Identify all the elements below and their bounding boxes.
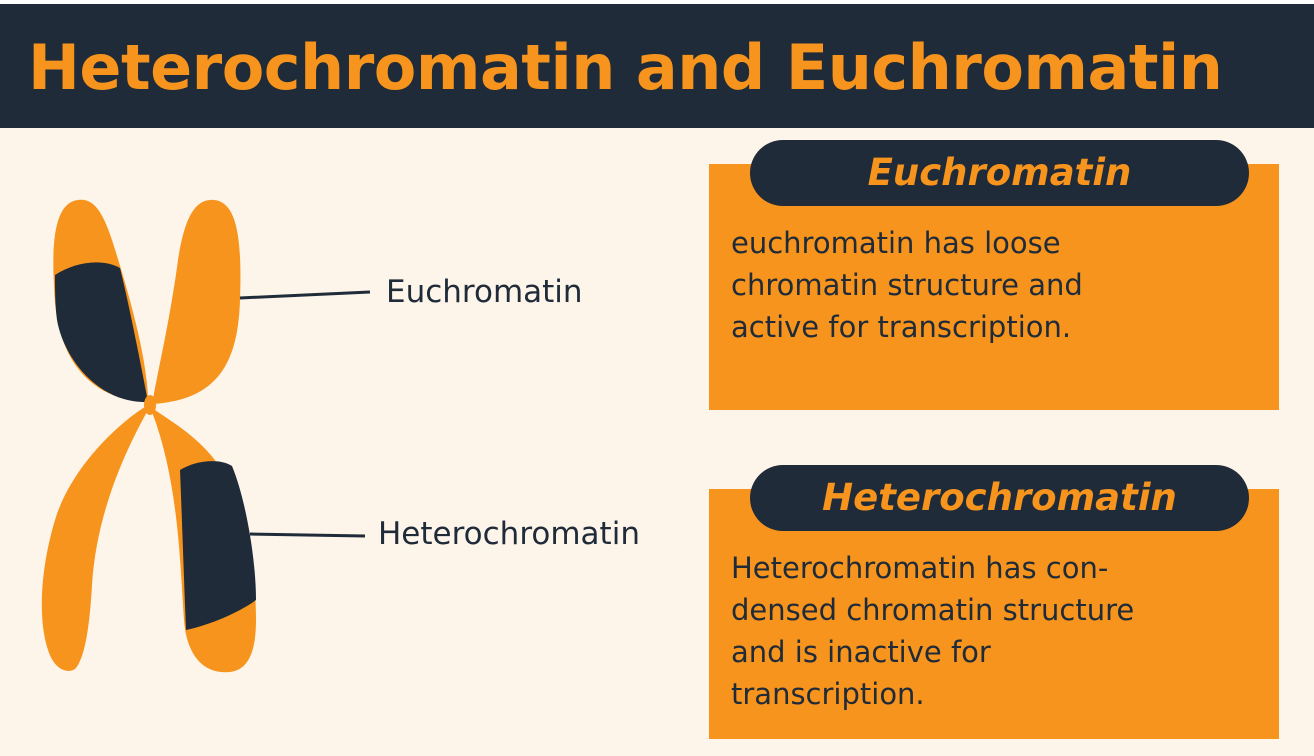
heterochromatin-card-text: Heterochromatin has con- densed chromati… [731, 547, 1251, 715]
centromere [144, 395, 156, 415]
heterochromatin-card-heading: Heterochromatin [750, 465, 1249, 531]
euchromatin-card: Euchromatin euchromatin has loose chroma… [709, 140, 1279, 410]
right-upper-arm [152, 200, 240, 404]
heterochromatin-pointer-line [250, 534, 365, 536]
euchromatin-card-text: euchromatin has loose chromatin structur… [731, 222, 1251, 348]
right-chromatid [152, 200, 256, 672]
heterochromatin-label: Heterochromatin [378, 516, 640, 552]
euchromatin-pointer-line [240, 292, 370, 298]
euchromatin-card-heading: Euchromatin [750, 140, 1249, 206]
left-upper-heterochromatin-band [55, 262, 148, 402]
heterochromatin-card: Heterochromatin Heterochromatin has con-… [709, 465, 1279, 739]
euchromatin-card-heading-pill: Euchromatin [750, 140, 1249, 206]
right-lower-heterochromatin-band [180, 461, 256, 630]
euchromatin-label: Euchromatin [386, 274, 583, 310]
left-lower-arm [42, 405, 148, 671]
heterochromatin-card-heading-pill: Heterochromatin [750, 465, 1249, 531]
left-chromatid [42, 200, 148, 671]
